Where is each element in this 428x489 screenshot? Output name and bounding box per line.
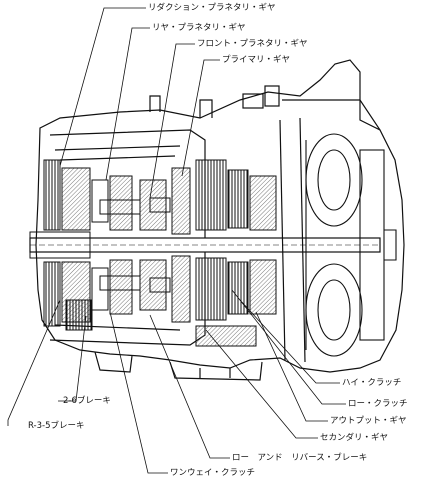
label-secondary-gear: セカンダリ・ギヤ	[320, 433, 389, 443]
secondary-gear	[195, 325, 257, 347]
high-clutch-pack	[195, 159, 227, 321]
main-shaft	[29, 231, 381, 259]
label-reduction-planetary-gear: リダクション・プラネタリ・ギヤ	[148, 3, 276, 13]
label-high-clutch: ハイ・クラッチ	[342, 378, 402, 388]
label-brake-2-6: 2-6ブレーキ	[63, 396, 111, 406]
label-brake-r35: R-3-5ブレーキ	[28, 421, 85, 431]
label-low-clutch: ロー・クラッチ	[348, 399, 408, 409]
output-gear	[249, 175, 277, 315]
primary-gear	[171, 167, 191, 323]
label-low-and-reverse-brake: ロー アンド リバース・ブレーキ	[232, 453, 368, 463]
front-planetary-gear-set	[139, 179, 171, 311]
leader-lines	[7, 7, 346, 474]
label-primary-gear: プライマリ・ギヤ	[222, 55, 291, 65]
label-front-planetary-gear: フロント・プラネタリ・ギヤ	[197, 39, 308, 49]
rear-planetary-gear-set	[99, 175, 141, 315]
label-one-way-clutch: ワンウェイ・クラッチ	[170, 468, 256, 478]
torque-converter	[305, 133, 397, 357]
label-rear-planetary-gear: リヤ・プラネタリ・ギヤ	[152, 23, 246, 33]
low-clutch-pack	[227, 169, 249, 315]
label-output-gear: アウトプット・ギヤ	[330, 416, 407, 426]
